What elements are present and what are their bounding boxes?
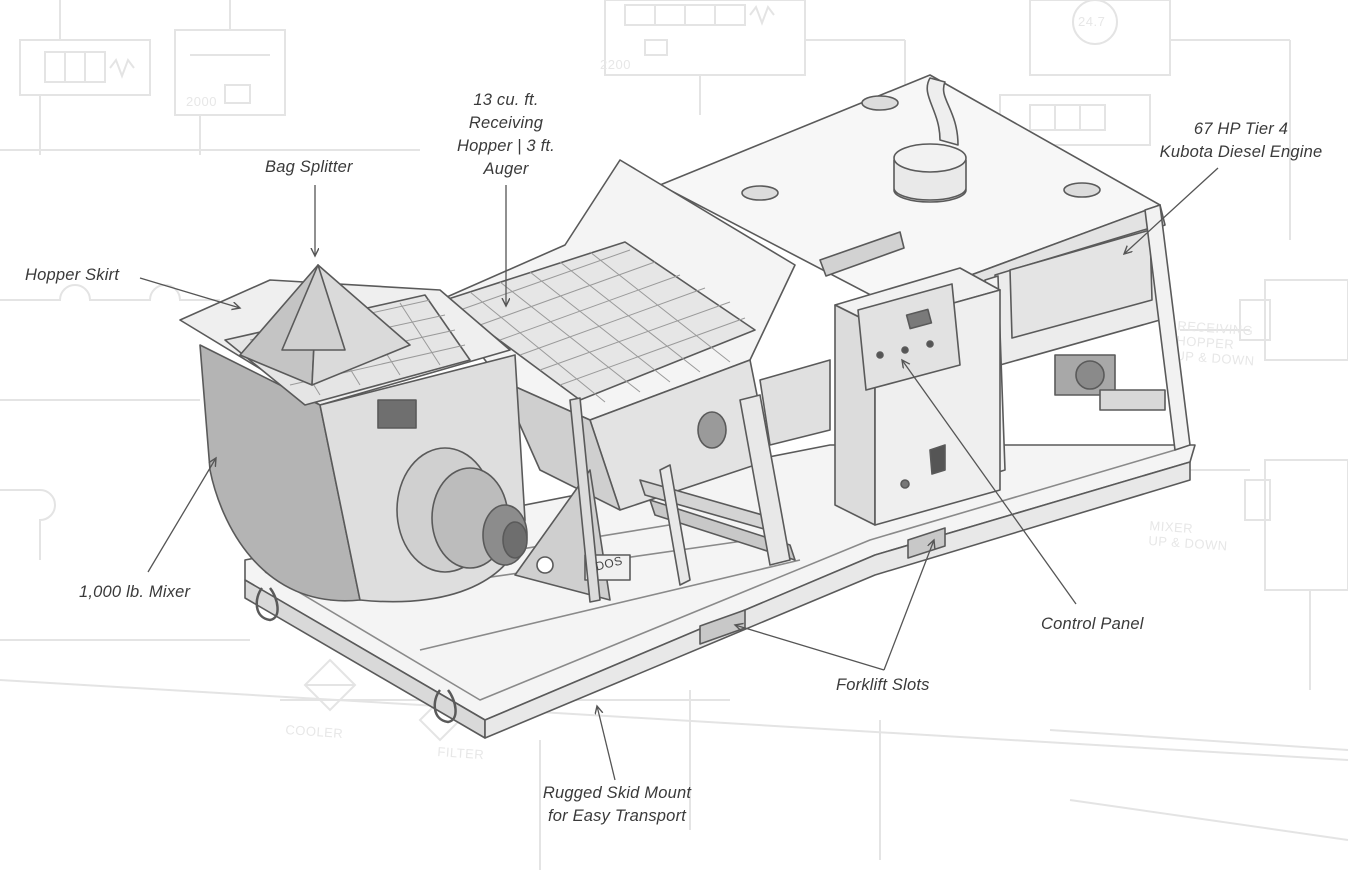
callout-forklift-slots: Forklift Slots xyxy=(836,676,930,694)
leader-control-panel xyxy=(902,360,1077,605)
mixer-assembly xyxy=(179,264,631,603)
leader-skid-mount xyxy=(597,706,616,781)
leader-engine xyxy=(1124,167,1219,254)
leader-mixer xyxy=(147,458,216,573)
control-panel-box xyxy=(834,267,1001,526)
callout-bag-splitter: Bag Splitter xyxy=(265,158,353,176)
callout-hopper-skirt: Hopper Skirt xyxy=(25,266,120,284)
schematic-label-2000: 2000 xyxy=(186,94,217,109)
hydraulic-cylinders xyxy=(569,359,831,603)
leader-forklift-slot-a xyxy=(735,625,885,671)
callout-mixer: 1,000 lb. Mixer xyxy=(79,583,191,601)
callout-engine: 67 HP Tier 4 Kubota Diesel Engine xyxy=(1159,120,1323,161)
callout-control-panel: Control Panel xyxy=(1041,615,1144,633)
callout-skid-mount: Rugged Skid Mount for Easy Transport xyxy=(542,784,692,825)
leader-hopper-skirt xyxy=(139,277,240,308)
schematic-label-gauge: 24.7 xyxy=(1078,14,1106,29)
leader-forklift-slot-b xyxy=(883,540,934,671)
schematic-label-2200: 2200 xyxy=(600,57,631,72)
callout-receiving-hopper: 13 cu. ft. Receiving Hopper | 3 ft. Auge… xyxy=(457,91,555,178)
